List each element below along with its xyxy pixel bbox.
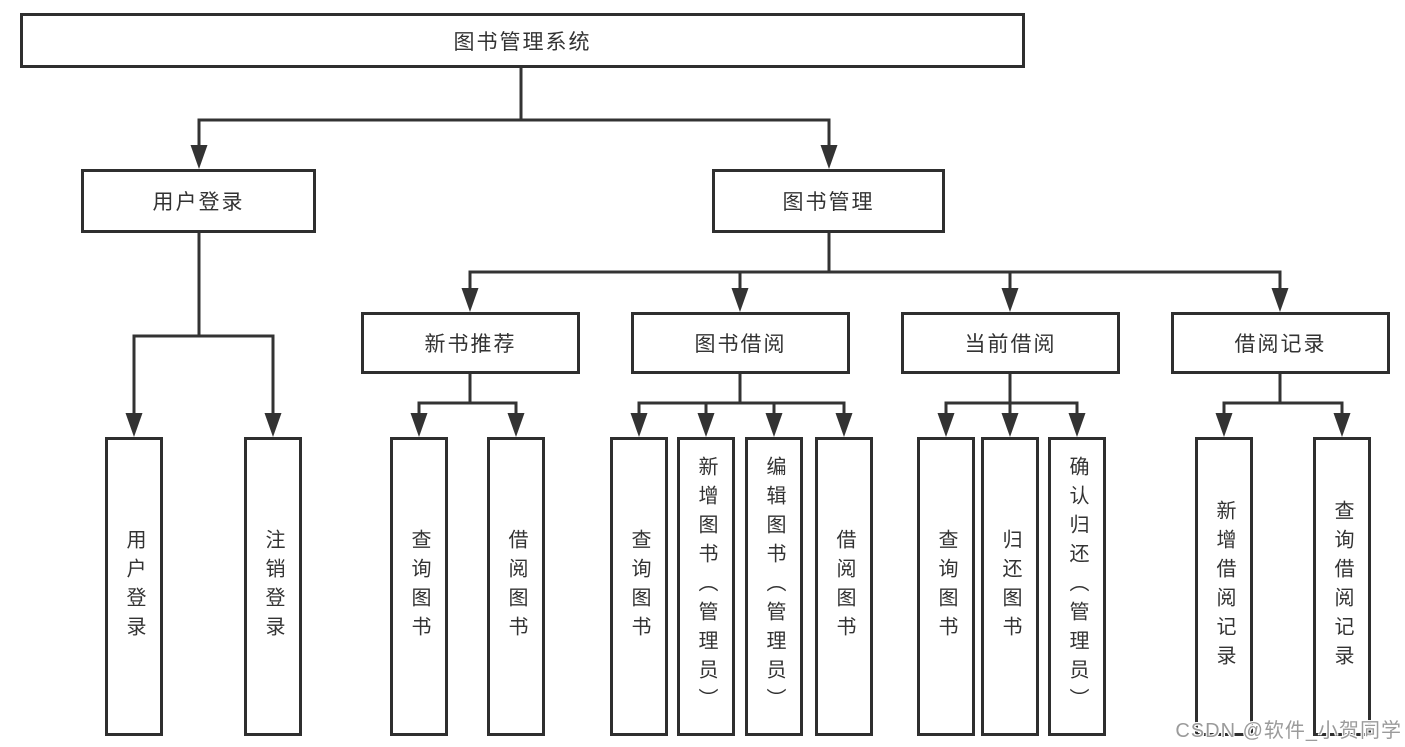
node-user-login: 用户登录 xyxy=(81,169,316,233)
node-cb-confirm-return: 确认归还（管理员） xyxy=(1048,437,1106,736)
node-nbr-query-book: 查询图书 xyxy=(390,437,448,736)
node-leaf-user-login: 用户登录 xyxy=(105,437,163,736)
node-current-borrow-label: 当前借阅 xyxy=(964,333,1057,356)
node-bb-add-book-label: 新增图书（管理员） xyxy=(695,456,717,717)
node-br-query-record-label: 查询借阅记录 xyxy=(1331,499,1353,674)
node-root-label: 图书管理系统 xyxy=(453,30,592,54)
node-bb-borrow-book: 借阅图书 xyxy=(815,437,873,736)
node-nbr-borrow-book-label: 借阅图书 xyxy=(505,528,527,645)
node-new-book-rec: 新书推荐 xyxy=(361,312,580,374)
node-cb-return-book: 归还图书 xyxy=(981,437,1039,736)
node-book-borrow: 图书借阅 xyxy=(631,312,850,374)
node-cb-query-book: 查询图书 xyxy=(917,437,975,736)
node-borrow-record-label: 借阅记录 xyxy=(1234,333,1327,356)
node-new-book-rec-label: 新书推荐 xyxy=(424,333,517,356)
node-leaf-logout-label: 注销登录 xyxy=(262,528,284,645)
node-nbr-query-book-label: 查询图书 xyxy=(408,528,430,645)
node-bb-add-book: 新增图书（管理员） xyxy=(677,437,735,736)
node-cb-return-book-label: 归还图书 xyxy=(999,528,1021,645)
arrowheads xyxy=(125,145,1351,437)
node-cb-confirm-return-label: 确认归还（管理员） xyxy=(1066,456,1088,717)
node-bb-borrow-book-label: 借阅图书 xyxy=(833,528,855,645)
node-book-borrow-label: 图书借阅 xyxy=(694,333,787,356)
node-cb-query-book-label: 查询图书 xyxy=(935,528,957,645)
node-leaf-logout: 注销登录 xyxy=(244,437,302,736)
node-leaf-user-login-label: 用户登录 xyxy=(123,528,145,645)
node-book-mgmt-label: 图书管理 xyxy=(782,191,875,214)
node-br-add-record-label: 新增借阅记录 xyxy=(1213,499,1235,674)
node-br-query-record: 查询借阅记录 xyxy=(1313,437,1371,736)
node-br-add-record: 新增借阅记录 xyxy=(1195,437,1253,736)
node-current-borrow: 当前借阅 xyxy=(901,312,1120,374)
node-bb-query-book: 查询图书 xyxy=(610,437,668,736)
node-bb-edit-book: 编辑图书（管理员） xyxy=(745,437,803,736)
node-bb-query-book-label: 查询图书 xyxy=(628,528,650,645)
node-book-mgmt: 图书管理 xyxy=(712,169,945,233)
node-bb-edit-book-label: 编辑图书（管理员） xyxy=(763,456,785,717)
node-borrow-record: 借阅记录 xyxy=(1171,312,1390,374)
csdn-watermark: CSDN @软件_小贺同学 xyxy=(1175,720,1402,742)
node-nbr-borrow-book: 借阅图书 xyxy=(487,437,545,736)
node-root: 图书管理系统 xyxy=(20,13,1025,68)
node-user-login-label: 用户登录 xyxy=(152,191,245,214)
